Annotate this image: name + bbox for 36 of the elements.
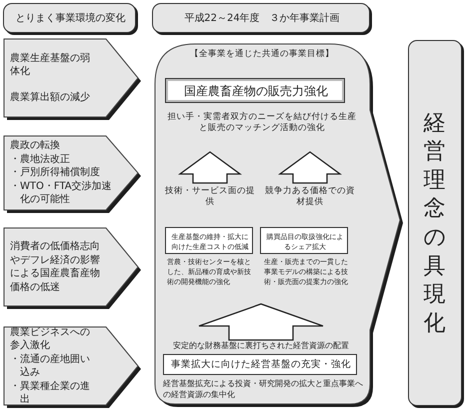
box-text: 競争力ある価格での資材提供 <box>265 186 355 208</box>
box-text: 国産農畜産物の販売力強化 <box>184 83 328 100</box>
measure-box <box>260 227 348 254</box>
box-text: ・戸別所得補償制度 <box>10 166 101 180</box>
box-text: 農業ビジネスへの参入激化 <box>10 326 91 352</box>
chevron-box <box>3 135 140 211</box>
box-text: ・異業種企業の進出 <box>10 380 91 406</box>
box-text: 農業生産基盤の弱体化 <box>10 52 91 79</box>
block-arrow <box>198 303 324 341</box>
chevron-box <box>3 227 140 307</box>
box-text: 農業算出額の減少 <box>10 90 91 104</box>
heading-text: とりまく事業環境の変化 <box>16 12 126 26</box>
measure-box <box>165 227 253 254</box>
block-arrow <box>278 151 342 184</box>
block-arrow <box>178 151 242 184</box>
box-text: 消費者の低価格志向やデフレ経済の影響による国産農畜産物価格の低迷 <box>10 240 101 294</box>
arrow-panel <box>153 42 403 408</box>
heading-text: 平成22～24年度 ３か年事業計画 <box>184 12 340 26</box>
title-box <box>152 3 370 33</box>
box-text: 経営理念の具現化 <box>423 110 448 338</box>
box-text: 担い手・実需者双方のニーズを結び付ける生産と販売のマッチング活動の強化 <box>166 112 358 134</box>
box-text: 安定的な財務基盤に裏打ちされた経営資源の配置 <box>173 341 349 352</box>
box-text: 技術・サービス面の提供 <box>165 186 255 208</box>
goal-box <box>408 40 462 406</box>
box-text: ・流通の産地囲い込み <box>10 352 91 380</box>
box-text: ・WTO・FTA交渉加速化の可能性 <box>10 180 113 207</box>
description-text: 経営基盤拡充による投資・研究開発の拡大と重点事業への経営資源の集中化 <box>163 378 363 400</box>
box-text: 【全事業を通じた共通の事業目標】 <box>190 49 334 61</box>
foundation-box <box>163 354 357 375</box>
title-box <box>3 3 136 33</box>
chevron-box <box>3 326 140 406</box>
box-text: 事業拡大に向けた経営基盤の充実・強化 <box>171 359 351 372</box>
goal-box <box>165 78 345 103</box>
chevron-box <box>3 38 140 118</box>
box-text: ・農地法改正 <box>10 152 71 166</box>
box-text: 農政の転換 <box>10 139 61 153</box>
